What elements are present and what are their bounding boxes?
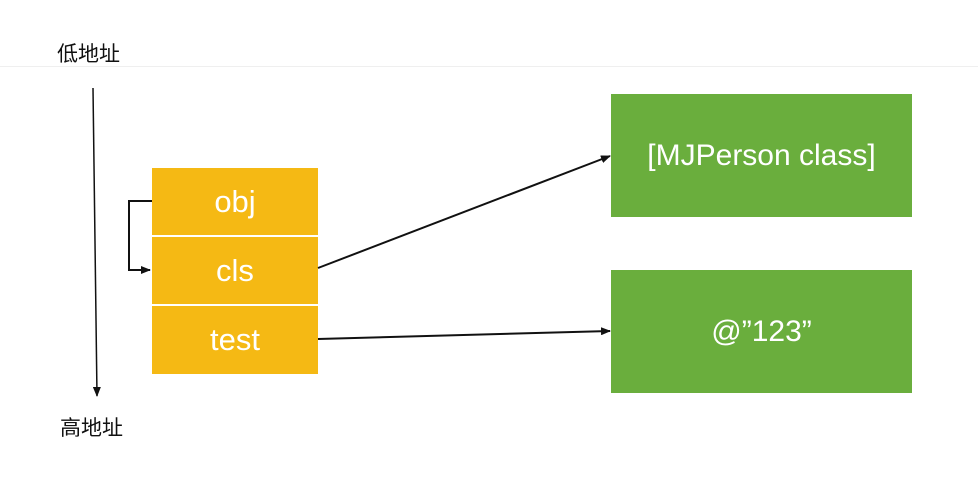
obj-to-cls-arrow	[128, 200, 152, 274]
divider-line	[0, 66, 978, 67]
stack-cell-obj: obj	[152, 168, 318, 235]
class-object-box: [MJPerson class]	[611, 94, 912, 217]
test-to-string-arrow	[317, 327, 611, 340]
stack-cell-test: test	[152, 306, 318, 374]
string-literal-box: @”123”	[611, 270, 912, 393]
cls-to-class-arrow	[317, 155, 611, 269]
high-address-label: 高地址	[60, 416, 123, 440]
address-direction-arrow	[92, 87, 101, 397]
stack-cell-cls: cls	[152, 237, 318, 304]
low-address-label: 低地址	[57, 42, 120, 66]
